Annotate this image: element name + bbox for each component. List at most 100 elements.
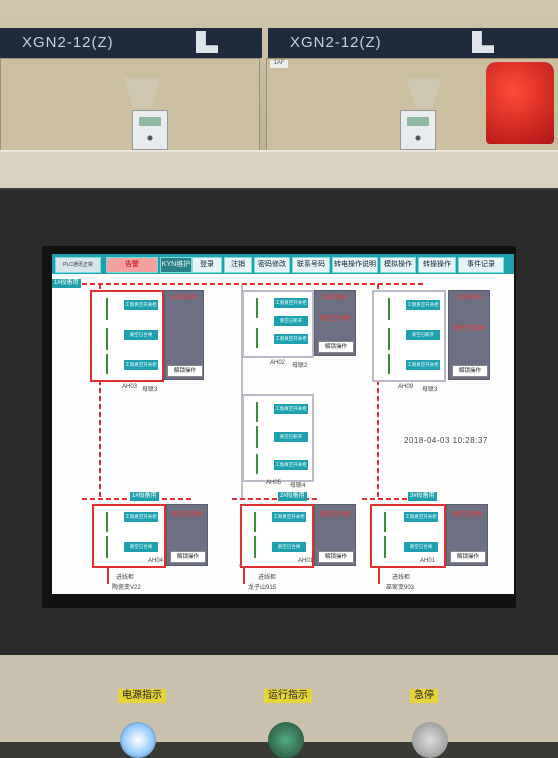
breaker-icon [106, 328, 116, 350]
cabinet-button[interactable]: 工频真空开关柜 [274, 404, 308, 414]
status-text: 真空已合闸 [171, 512, 202, 518]
switchgear-unit-ah05[interactable]: 工频真空开关柜 真空已断开 工频真空开关柜 [242, 394, 314, 482]
tab-kyn[interactable]: KYN维护 [160, 257, 192, 273]
cabinet-button[interactable]: 工频真空开关柜 [124, 300, 158, 310]
switchgear-unit-ah09[interactable]: 工频真空开关柜 真空已断开 工频真空开关柜 [372, 290, 446, 382]
contact-button[interactable]: 联系号码 [292, 257, 330, 273]
breaker-icon [256, 426, 266, 448]
status-panel: GOODEK 真空已合闸 解锁操作 [448, 290, 490, 380]
disconnector-icon [388, 354, 398, 374]
cabinet-button[interactable]: 工频真空开关柜 [124, 360, 158, 370]
cabinet-button[interactable]: 工频真空开关柜 [406, 360, 440, 370]
feeder-type: 进线柜 [392, 575, 411, 581]
cabinet-button[interactable]: 工频真空开关柜 [274, 298, 308, 308]
switchgear-unit-ah04[interactable]: 工频真空开关柜 真空已合闸 [92, 504, 166, 568]
status-panel: 真空已合闸 解锁操作 [314, 504, 356, 566]
status-text: 真空已分闸 [319, 316, 350, 322]
cabinet-button[interactable]: 工频真空开关柜 [124, 512, 158, 522]
switchgear-unit-ah01[interactable]: 工频真空开关柜 真空已合闸 [240, 504, 314, 568]
feeder-type: 进线柜 [116, 575, 135, 581]
vacuum-status-button[interactable]: 真空已合闸 [272, 542, 306, 552]
disconnector-icon [106, 298, 116, 320]
switchgear-unit-ah01b[interactable]: 工频真空开关柜 真空已合闸 [370, 504, 446, 568]
status-text: GOODEK [170, 295, 198, 301]
disconnector-icon [254, 512, 264, 532]
power-indicator-label: 电源指示 [118, 689, 166, 703]
status-text: 真空已合闸 [319, 512, 350, 518]
status-panel: GOODEK 解锁操作 [164, 290, 204, 380]
unit-caption: AH01 [298, 558, 314, 564]
bus-tag: 2#段备用 [278, 492, 307, 501]
protection-relay [132, 110, 168, 150]
breaker-icon [106, 536, 116, 558]
logout-button[interactable]: 注销 [224, 257, 252, 273]
switch-guide-button[interactable]: 转电操作说明 [332, 257, 378, 273]
cabinet-button[interactable]: 工频真空开关柜 [272, 512, 306, 522]
disconnector-icon [256, 298, 266, 318]
status-text: 真空已合闸 [453, 326, 484, 332]
bus-tag-top: 1#段备用 [52, 279, 81, 288]
transfer-button[interactable]: 转操操作 [418, 257, 456, 273]
cabinet-shelf [0, 150, 558, 188]
unit-caption: AH02 [270, 360, 286, 366]
unit-caption: AH03 [122, 384, 138, 390]
simulate-button[interactable]: 模拟操作 [380, 257, 416, 273]
timestamp: 2018-04-03 10:28:37 [404, 436, 488, 445]
bus-tag: 1#段备用 [130, 492, 159, 501]
unlock-button[interactable]: 解锁操作 [170, 551, 206, 563]
password-button[interactable]: 密码修改 [254, 257, 290, 273]
feeder-name: 陶瓷变V22 [112, 585, 141, 591]
cabinet-button[interactable]: 工频真空开关柜 [274, 334, 308, 344]
switchgear-unit-ah03[interactable]: 工频真空开关柜 真空已合闸 工频真空开关柜 [90, 290, 164, 382]
status-panel: GOODEK 真空已分闸 解锁操作 [314, 290, 356, 356]
breaker-icon [384, 536, 394, 558]
alarm-button[interactable]: 告警 [106, 257, 158, 273]
run-lamp-icon [268, 722, 304, 758]
cabinet-button[interactable]: 工频真空开关柜 [406, 300, 440, 310]
event-log-button[interactable]: 事件记录 [458, 257, 504, 273]
unit-caption: 母联3 [422, 387, 438, 393]
disconnector-icon [106, 354, 116, 374]
unlock-button[interactable]: 解锁操作 [318, 341, 354, 353]
disconnector-icon [388, 298, 398, 320]
disconnector-icon [256, 454, 266, 474]
vacuum-status-button[interactable]: 真空已合闸 [124, 542, 158, 552]
power-lamp-icon [120, 722, 156, 758]
status-text: GOODEK [321, 295, 349, 301]
hmi-screen: PLC通讯正常 告警 KYN维护 登录 注销 密码修改 联系号码 转电操作说明 … [52, 254, 514, 594]
disconnector-icon [256, 402, 266, 422]
unit-caption: 母联2 [292, 363, 308, 369]
switchgear-unit-ah02[interactable]: 工频真空开关柜 真空已断开 工频真空开关柜 [242, 290, 314, 358]
cabinet-name-right: XGN2-12(Z) [290, 34, 382, 51]
unlock-button[interactable]: 解锁操作 [450, 551, 486, 563]
estop-label: 急停 [410, 689, 438, 703]
vacuum-status-button[interactable]: 真空已断开 [274, 432, 308, 442]
vacuum-status-button[interactable]: 真空已断开 [274, 316, 308, 326]
status-panel: 真空已合闸 解锁操作 [166, 504, 208, 566]
unit-caption: AH05 [266, 480, 282, 486]
cabinet-band-right [268, 28, 558, 58]
estop-button[interactable] [412, 722, 448, 758]
feeder-type: 进线柜 [258, 575, 277, 581]
login-button[interactable]: 登录 [192, 257, 222, 273]
disconnector-icon [384, 512, 394, 532]
cabinet-button[interactable]: 工频真空开关柜 [404, 512, 438, 522]
protection-relay [400, 110, 436, 150]
breaker-icon [254, 536, 264, 558]
unlock-button[interactable]: 解锁操作 [452, 365, 488, 377]
menu-bar: PLC通讯正常 告警 KYN维护 登录 注销 密码修改 联系号码 转电操作说明 … [52, 254, 514, 274]
cabinet-band-left [0, 28, 262, 58]
cabinet-button[interactable]: 工频真空开关柜 [274, 460, 308, 470]
unit-caption: 母联4 [290, 483, 306, 489]
feeder-name: 巫家变903 [386, 585, 415, 591]
unit-caption: 母联3 [142, 387, 158, 393]
vacuum-status-button[interactable]: 真空已合闸 [124, 330, 158, 340]
run-indicator-label: 运行指示 [264, 689, 312, 703]
bus-tag: 3#段备用 [408, 492, 437, 501]
unit-caption: AH01 [420, 558, 436, 564]
vacuum-status-button[interactable]: 真空已合闸 [404, 542, 438, 552]
breaker-icon [256, 328, 266, 348]
unlock-button[interactable]: 解锁操作 [318, 551, 354, 563]
unlock-button[interactable]: 解锁操作 [167, 365, 203, 377]
vacuum-status-button[interactable]: 真空已断开 [406, 330, 440, 340]
